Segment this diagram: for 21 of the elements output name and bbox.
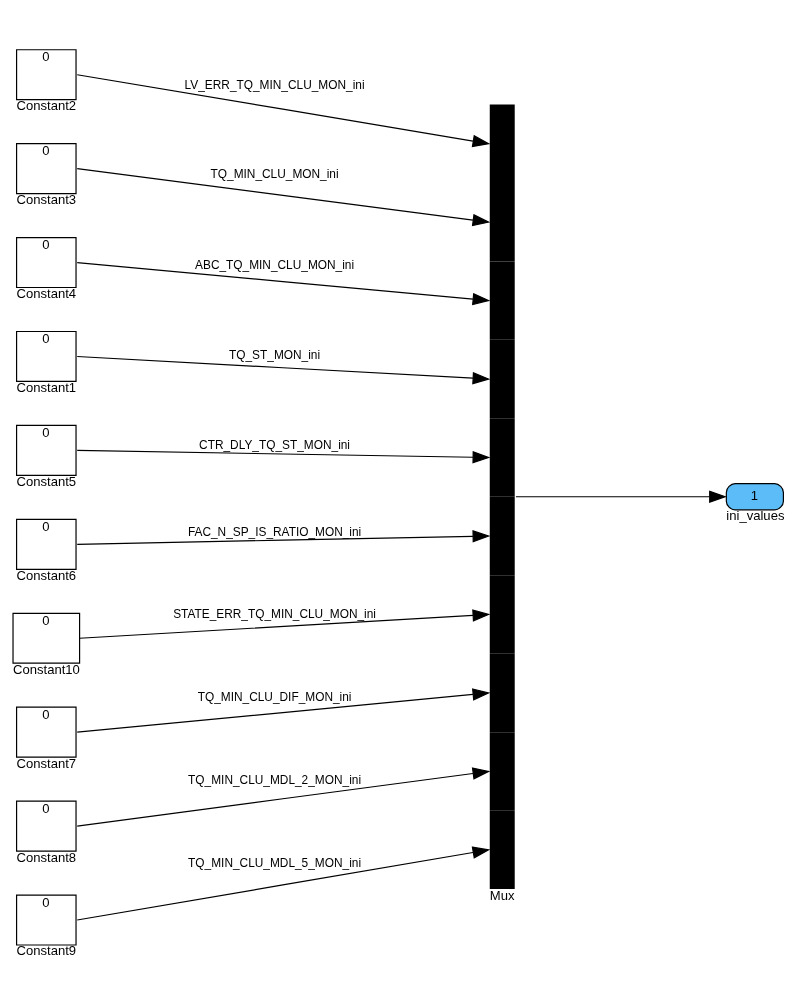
edge-label: ABC_TQ_MIN_CLU_MON_ini [195,257,355,272]
node-label: Constant7 [16,755,77,771]
edge-label: FAC_N_SP_IS_RATIO_MON_ini [187,524,362,539]
node-label: Constant5 [16,473,77,489]
edge-label: CTR_DLY_TQ_ST_MON_ini [199,437,351,452]
edge-label: TQ_ST_MON_ini [229,347,321,362]
node-label: Constant4 [16,285,77,301]
node-label: Constant3 [16,191,77,207]
node-label: Constant8 [16,849,77,865]
node-label: Constant6 [16,567,77,583]
edge-label: LV_ERR_TQ_MIN_CLU_MON_ini [184,77,365,92]
node-label: ini_values [726,507,785,523]
node-label: Constant10 [13,661,80,677]
edge-label: TQ_MIN_CLU_DIF_MON_ini [197,689,352,704]
node-label: Constant2 [16,97,77,113]
edge-label: TQ_MIN_CLU_MON_ini [210,166,339,181]
node-label: Constant1 [16,379,77,395]
edge-label: TQ_MIN_CLU_MDL_2_MON_ini [188,772,362,787]
node-label: Mux [489,887,515,903]
edge-label: TQ_MIN_CLU_MDL_5_MON_ini [188,855,362,870]
edge-label: STATE_ERR_TQ_MIN_CLU_MON_ini [173,606,376,621]
